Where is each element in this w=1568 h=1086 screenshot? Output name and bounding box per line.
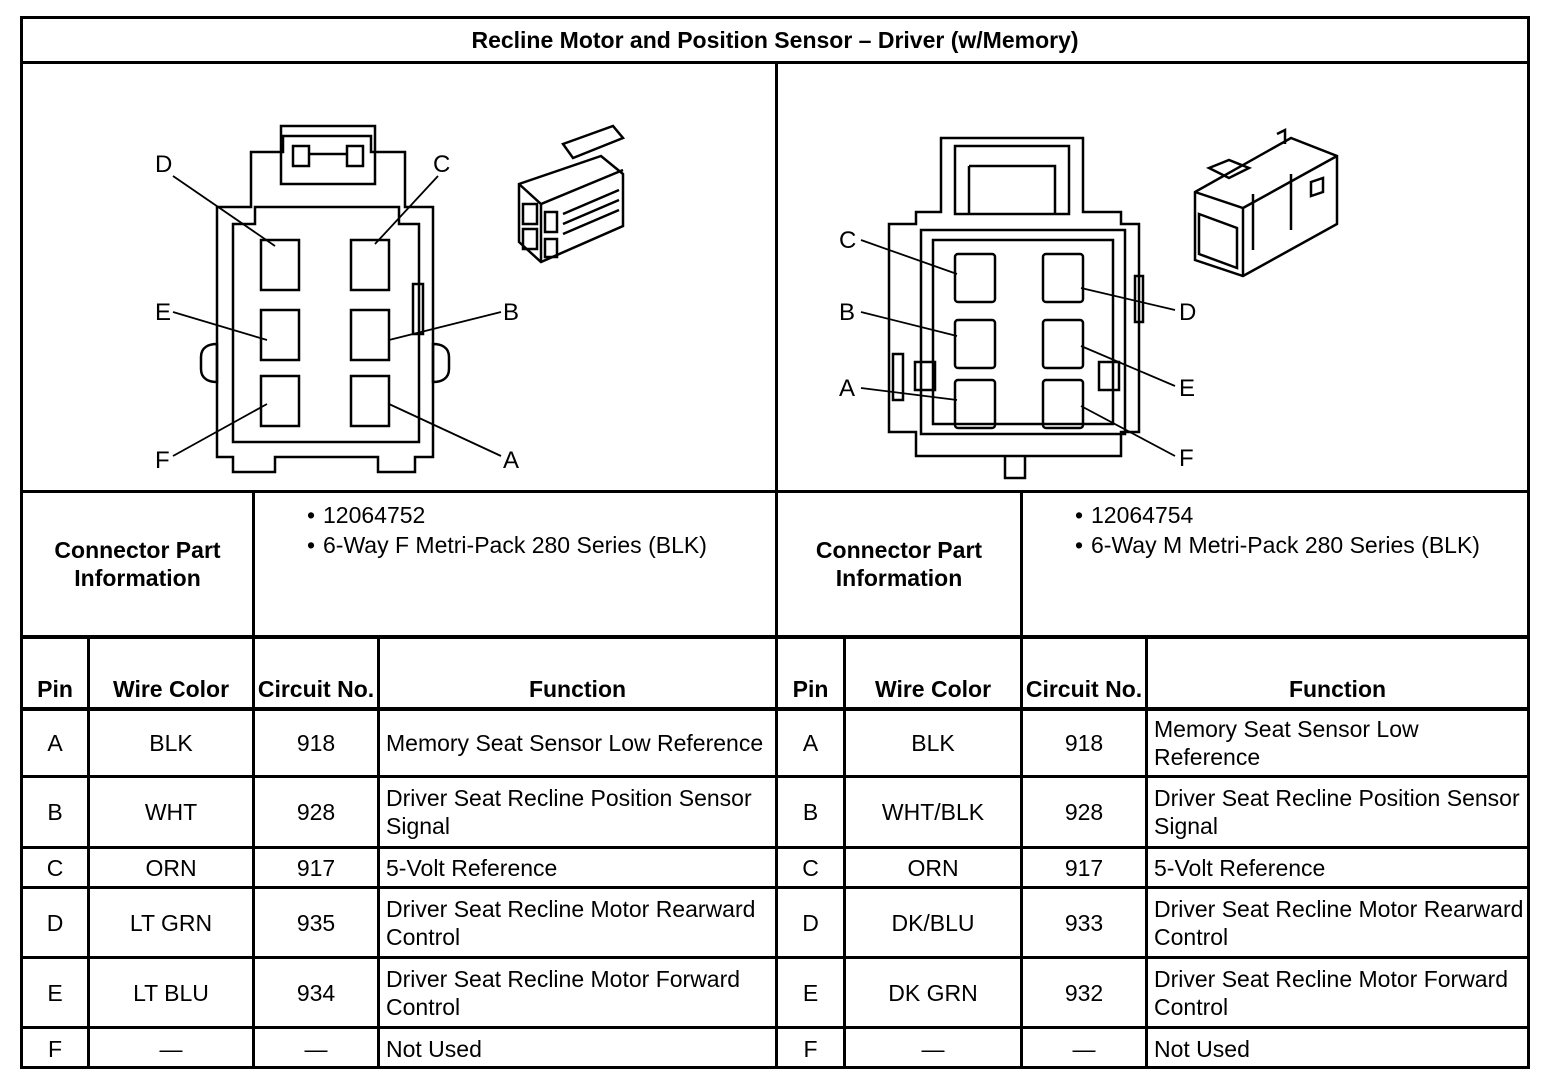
table-cell-wire-color: ORN: [145, 854, 197, 881]
divider: [252, 637, 255, 1069]
table-cell-circuit: 918: [296, 730, 336, 756]
center-divider: [775, 63, 778, 1069]
page-title: Recline Motor and Position Sensor – Driv…: [471, 26, 1079, 53]
table-cell-function: Driver Seat Recline Position Sensor Sign…: [386, 785, 752, 839]
table-cell-pin: A: [802, 730, 819, 756]
table-cell-wire-color: LT GRN: [129, 909, 213, 936]
table-cell-function: Driver Seat Recline Position Sensor Sign…: [1154, 785, 1520, 839]
header-pin: Pin: [37, 676, 73, 702]
connector-part-info: • 12064752 • 6-Way F Metri-Pack 280 Series…: [255, 500, 775, 560]
table-cell-circuit: 917: [1064, 854, 1104, 881]
table-cell-pin: F: [47, 1036, 63, 1062]
table-cell-function: 5-Volt Reference: [1154, 854, 1326, 881]
table-cell-pin: B: [47, 799, 63, 825]
table-cell-circuit: 932: [1064, 979, 1104, 1006]
connector-part-info: • 12064754 • 6-Way M Metri-Pack 280 Series…: [1023, 500, 1523, 560]
header-wire-color: Wire Color: [112, 676, 230, 702]
male-pin-label-b: B: [839, 299, 855, 326]
header-wire-color: Wire Color: [874, 676, 992, 702]
header-circuit-no: Circuit No.: [1025, 676, 1143, 702]
male-connector-iso-icon: [1193, 127, 1339, 278]
table-cell-pin: C: [802, 854, 819, 881]
table-cell-wire-color: WHT/BLK: [881, 799, 985, 825]
table-cell-pin: D: [802, 909, 819, 936]
divider: [1020, 491, 1023, 637]
female-pin-label-b: B: [503, 299, 519, 326]
header-function: Function: [528, 676, 627, 702]
part-description: 6-Way M Metri-Pack 280 Series (BLK): [1091, 532, 1480, 558]
bullet: •: [1075, 502, 1084, 528]
table-cell-circuit: 935: [296, 909, 336, 936]
bullet: •: [307, 502, 316, 528]
female-connector-end-view: [199, 124, 451, 474]
female-pin-label-f: F: [155, 447, 170, 474]
bullet: •: [1075, 532, 1084, 558]
table-cell-function: Driver Seat Recline Motor Rearward Contr…: [386, 895, 756, 950]
male-pin-label-c: C: [839, 227, 856, 254]
header-function: Function: [1288, 676, 1387, 702]
male-pin-label-a: A: [839, 375, 855, 402]
table-cell-wire-color: BLK: [911, 730, 955, 756]
table-cell-function: Not Used: [1154, 1036, 1250, 1062]
part-number: 12064752: [323, 502, 426, 528]
table-cell-pin: A: [47, 730, 63, 756]
male-pin-label-f: F: [1179, 445, 1194, 472]
female-connector-iso-icon: [517, 124, 626, 264]
table-cell-circuit: 928: [1064, 799, 1104, 825]
female-pin-label-e: E: [155, 299, 171, 326]
divider: [1020, 637, 1023, 1069]
table-cell-circuit: —: [304, 1036, 328, 1062]
table-cell-function: Memory Seat Sensor Low Reference: [386, 730, 764, 756]
table-cell-circuit: 934: [296, 979, 336, 1006]
table-cell-function: Memory Seat Sensor Low Reference: [1154, 716, 1419, 770]
table-cell-function: Not Used: [386, 1036, 482, 1062]
part-number: 12064754: [1091, 502, 1194, 528]
table-cell-wire-color: BLK: [149, 730, 193, 756]
part-description: 6-Way F Metri-Pack 280 Series (BLK): [323, 532, 707, 558]
table-cell-circuit: 928: [296, 799, 336, 825]
table-cell-wire-color: DK GRN: [888, 979, 978, 1006]
connector-end-view-sheet: Recline Motor and Position Sensor – Driv…: [20, 16, 1530, 1069]
table-cell-pin: D: [46, 909, 64, 936]
connector-part-info-label: Connector Part Information: [815, 537, 983, 591]
male-pin-leaders: [860, 239, 1176, 457]
table-cell-wire-color: DK/BLU: [891, 909, 975, 936]
female-pin-label-d: D: [155, 151, 172, 178]
female-pin-label-c: C: [433, 151, 450, 178]
table-cell-wire-color: ORN: [907, 854, 959, 881]
divider: [23, 61, 1527, 64]
divider: [843, 637, 846, 1069]
divider: [1145, 637, 1148, 1069]
table-cell-pin: E: [802, 979, 819, 1006]
table-cell-wire-color: WHT: [144, 799, 198, 825]
male-connector-end-view: [887, 136, 1145, 480]
connector-part-info-label: Connector Part Information: [54, 537, 221, 591]
female-pin-leaders: [172, 175, 502, 457]
male-pin-label-e: E: [1179, 375, 1195, 402]
table-cell-circuit: —: [1072, 1036, 1096, 1062]
table-cell-pin: E: [47, 979, 63, 1006]
header-pin: Pin: [792, 676, 829, 702]
table-cell-pin: B: [802, 799, 819, 825]
table-cell-circuit: 918: [1064, 730, 1104, 756]
divider: [87, 637, 90, 1069]
male-pin-label-d: D: [1179, 299, 1196, 326]
female-pin-label-a: A: [503, 447, 519, 474]
table-cell-function: Driver Seat Recline Motor Forward Contro…: [386, 965, 741, 1020]
table-cell-circuit: 917: [296, 854, 336, 881]
table-cell-wire-color: —: [159, 1036, 183, 1062]
divider: [252, 491, 255, 637]
table-cell-function: Driver Seat Recline Motor Rearward Contr…: [1154, 895, 1524, 950]
table-cell-function: Driver Seat Recline Motor Forward Contro…: [1154, 965, 1509, 1020]
table-cell-pin: C: [46, 854, 64, 881]
connector-diagrams: D C E B F A C B A D E F: [155, 124, 1339, 480]
bullet: •: [307, 532, 316, 558]
header-circuit-no: Circuit No.: [257, 676, 375, 702]
table-cell-pin: F: [803, 1036, 818, 1062]
table-cell-wire-color: LT BLU: [133, 979, 209, 1006]
table-cell-wire-color: —: [921, 1036, 945, 1062]
divider: [377, 637, 380, 1069]
table-cell-circuit: 933: [1064, 909, 1104, 936]
table-cell-function: 5-Volt Reference: [386, 854, 558, 881]
